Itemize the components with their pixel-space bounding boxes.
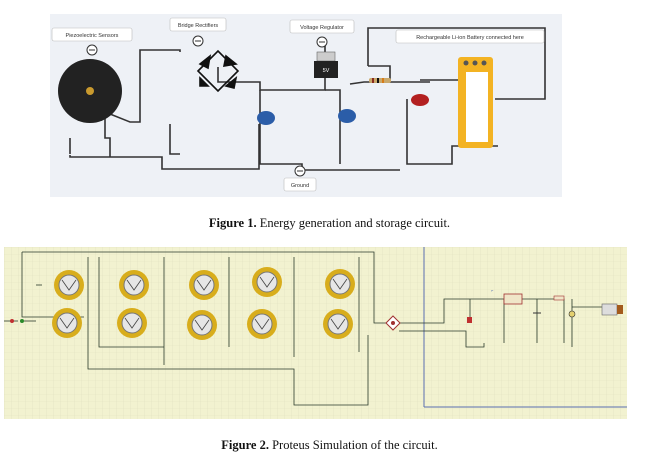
node-marker: ⌐ [491, 288, 494, 293]
svg-text:Bridge Rectifiers: Bridge Rectifiers [178, 23, 219, 29]
svg-text:Piezoelectric Sensors: Piezoelectric Sensors [66, 33, 119, 39]
svg-text:Voltage Regulator: Voltage Regulator [300, 25, 344, 31]
svg-text:Ground: Ground [291, 183, 309, 189]
piezo-disc-row-1 [54, 267, 355, 300]
battery-symbol [568, 310, 576, 318]
proteus-simulation-diagram: ⌐ [4, 247, 627, 419]
label-battery: Rechargeable Li-ion Battery connected he… [395, 29, 545, 44]
figure-1-caption-text: Energy generation and storage circuit. [256, 216, 451, 230]
input-probe [10, 319, 24, 323]
figure-1-caption: Figure 1. Energy generation and storage … [0, 216, 659, 231]
label-regulator: Voltage Regulator [289, 19, 355, 48]
usb-output [601, 303, 623, 316]
regulator-symbol [503, 293, 523, 305]
battery [458, 57, 493, 148]
figure-2-caption-bold: Figure 2. [221, 438, 269, 452]
capacitor-symbol [467, 317, 472, 323]
piezo-sensor [58, 59, 122, 123]
voltage-regulator: 5V [314, 51, 338, 78]
bridge-rectifier-symbol [385, 315, 401, 331]
led [411, 94, 429, 106]
energy-circuit-diagram: 5V Piezoelectric Sensors Bridge Rectifie… [50, 14, 562, 197]
figure-1-caption-bold: Figure 1. [208, 216, 257, 230]
svg-text:Rechargeable Li-ion Battery co: Rechargeable Li-ion Battery connected he… [416, 35, 524, 41]
bridge-rectifier [196, 49, 240, 93]
figure-2-caption: Figure 2. Proteus Simulation of the circ… [0, 438, 659, 453]
piezo-disc-row-2 [52, 308, 353, 340]
label-ground: Ground [283, 165, 317, 192]
label-piezo: Piezoelectric Sensors [51, 27, 133, 56]
figure-2-caption-text: Proteus Simulation of the circuit. [268, 438, 438, 452]
capacitor-1 [257, 111, 275, 125]
resistor [369, 78, 391, 83]
capacitor-2 [338, 109, 356, 123]
regulator-value-label: 5V [323, 68, 330, 74]
resistor-symbol [553, 295, 565, 301]
label-rectifier: Bridge Rectifiers [169, 17, 227, 47]
